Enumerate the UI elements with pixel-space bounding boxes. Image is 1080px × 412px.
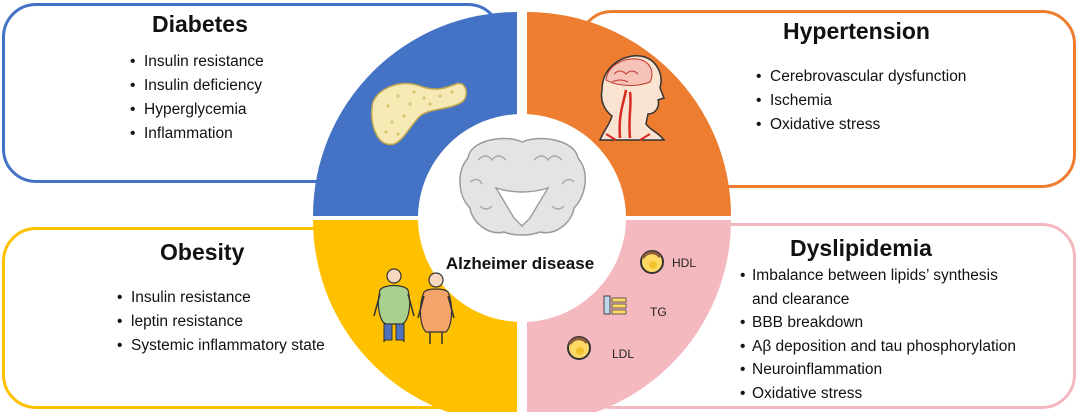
hypertension-title: Hypertension [783, 18, 930, 44]
list-item-continuation: and clearance [752, 290, 850, 308]
hypertension-list: Cerebrovascular dysfunction Ischemia Oxi… [754, 65, 966, 137]
triglyceride-icon [603, 295, 627, 315]
list-item: Oxidative stress [754, 113, 966, 137]
list-item: Ischemia [754, 89, 966, 113]
list-item: Oxidative stress [738, 382, 1016, 406]
list-item: Hyperglycemia [128, 98, 264, 122]
ldl-label: LDL [612, 347, 634, 361]
dyslipidemia-list: Imbalance between lipids’ synthesis and … [738, 264, 1016, 405]
dyslipidemia-title: Dyslipidemia [790, 235, 932, 261]
list-item: Aβ deposition and tau phosphorylation [738, 335, 1016, 359]
hdl-label: HDL [672, 256, 696, 270]
list-item: Insulin resistance [128, 50, 264, 74]
diabetes-list: Insulin resistance Insulin deficiency Hy… [128, 50, 264, 146]
list-item: Insulin deficiency [128, 74, 264, 98]
obese-people-icon [373, 268, 455, 344]
list-item: Imbalance between lipids’ synthesis [738, 264, 1016, 288]
obesity-title: Obesity [160, 239, 245, 265]
list-item: Inflammation [128, 122, 264, 146]
diabetes-title: Diabetes [152, 11, 248, 37]
list-item: Systemic inflammatory state [115, 334, 325, 358]
list-item: leptin resistance [115, 310, 325, 334]
pancreas-icon [370, 82, 467, 146]
ldl-particle-icon [567, 336, 591, 360]
hdl-particle-icon [640, 250, 664, 274]
center-label: Alzheimer disease [446, 254, 594, 273]
tg-label: TG [650, 305, 667, 319]
obesity-list: Insulin resistance leptin resistance Sys… [115, 286, 325, 358]
list-item: Insulin resistance [115, 286, 325, 310]
brain-section-icon [459, 137, 586, 236]
list-item: Neuroinflammation [738, 358, 1016, 382]
head-vessels-icon [598, 55, 666, 141]
list-item: Cerebrovascular dysfunction [754, 65, 966, 89]
list-item: BBB breakdown [738, 311, 1016, 335]
